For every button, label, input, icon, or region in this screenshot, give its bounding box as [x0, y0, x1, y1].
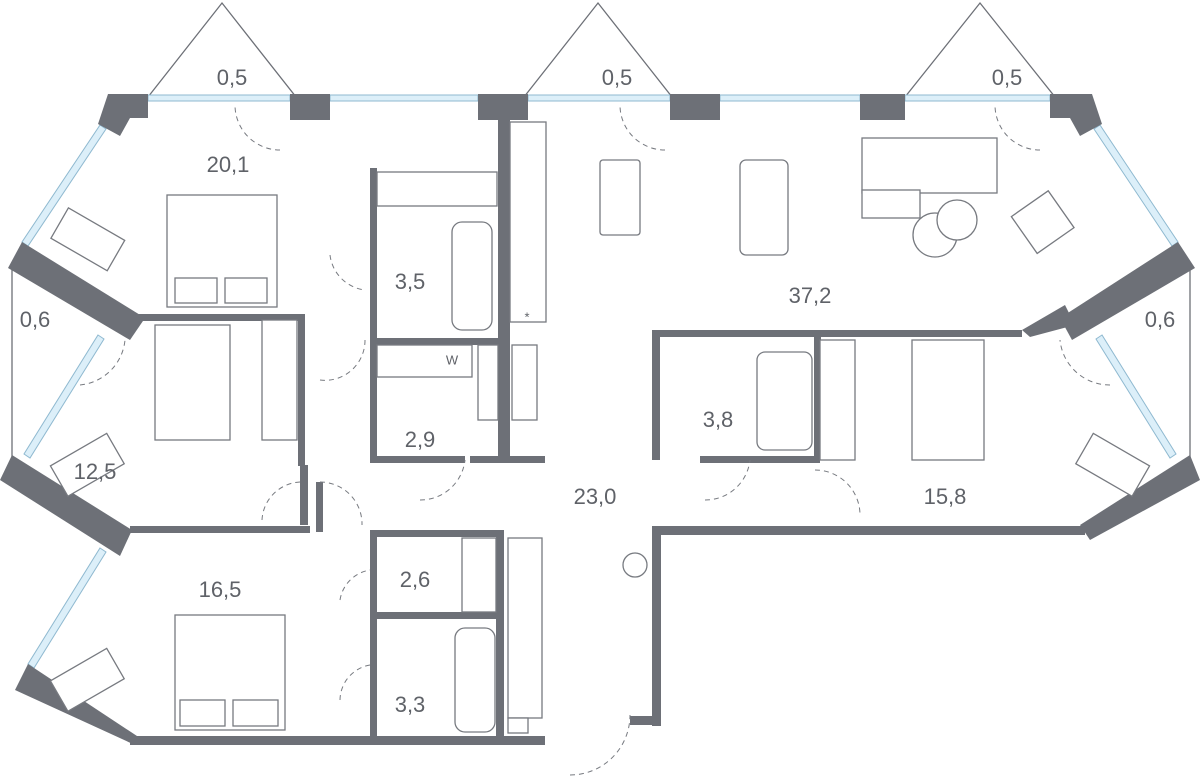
windows [21, 94, 1179, 669]
room-area-bathroom-1: 3,5 [394, 269, 426, 294]
door-swings [79, 104, 1111, 776]
room-area-living-kitchen: 37,2 [788, 283, 832, 308]
room-area-closet: 2,6 [399, 567, 431, 592]
room-area-bedroom-3: 15,8 [923, 484, 967, 509]
washer-mark: W [445, 352, 459, 368]
room-area-balcony-right: 0,6 [1144, 307, 1176, 332]
room-area-hall: 23,0 [573, 484, 617, 509]
furniture [49, 121, 1151, 734]
room-area-bedroom-4: 16,5 [198, 577, 242, 602]
room-area-laundry: 2,9 [404, 427, 436, 452]
fridge-mark: * [524, 309, 530, 325]
room-area-bathroom-3: 3,3 [394, 692, 426, 717]
room-area-balcony-3: 0,5 [991, 65, 1023, 90]
room-area-bathroom-2: 3,8 [702, 407, 734, 432]
walls [0, 94, 1200, 745]
room-area-bedroom-2: 12,5 [73, 459, 117, 484]
room-area-bedroom-master: 20,1 [206, 152, 250, 177]
room-area-balcony-1: 0,5 [216, 65, 248, 90]
room-area-balcony-2: 0,5 [601, 65, 633, 90]
room-area-balcony-left: 0,6 [19, 307, 51, 332]
